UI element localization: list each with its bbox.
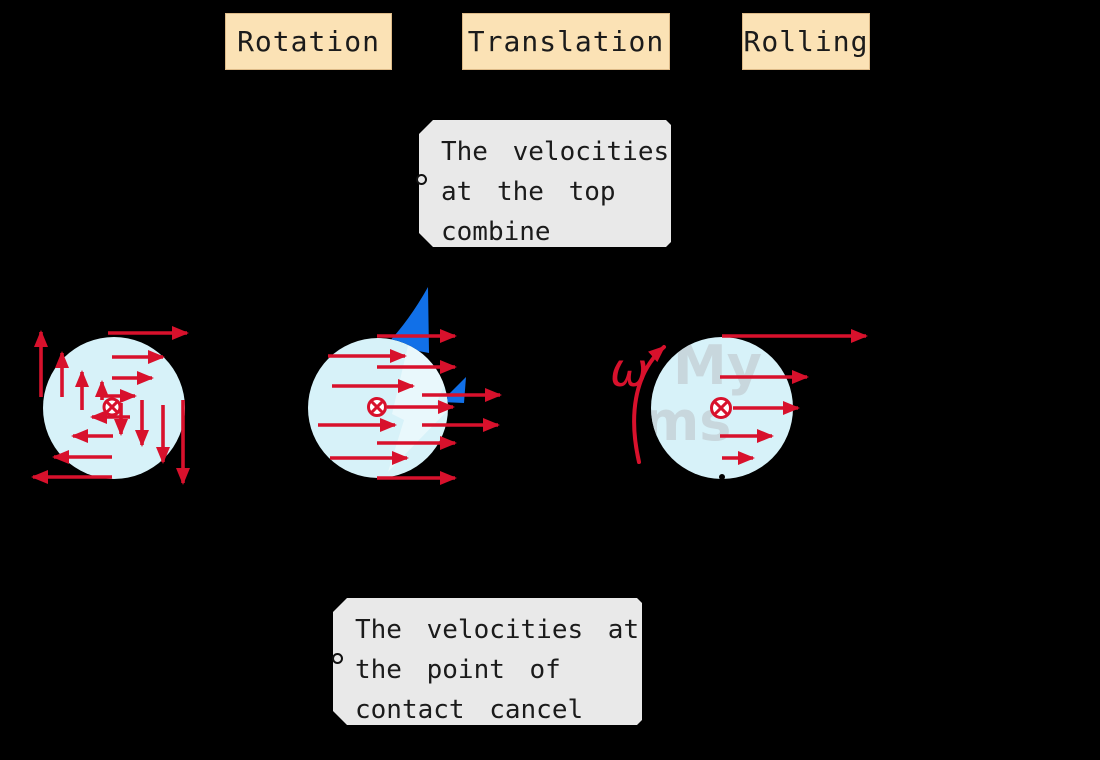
callout-line: The velocities — [441, 137, 670, 167]
callout-line: at the top — [441, 177, 616, 207]
callout-line: The velocities at — [355, 615, 640, 645]
callout-velocities-cancel: The velocities at the point of contact c… — [333, 598, 642, 725]
label-translation: Translation — [462, 13, 670, 70]
callout-line: combine — [441, 217, 551, 247]
label-rolling: Rolling — [742, 13, 870, 70]
callout-ring-icon — [416, 174, 427, 185]
callout-line: contact cancel — [355, 695, 584, 725]
label-rotation: Rotation — [225, 13, 392, 70]
svg-text:ω: ω — [610, 343, 649, 397]
svg-text:My: My — [673, 334, 762, 397]
callout-line: the point of — [355, 655, 561, 685]
callout-velocities-combine: The velocities at the top combine — [419, 120, 671, 247]
callout-ring-icon — [332, 653, 343, 664]
